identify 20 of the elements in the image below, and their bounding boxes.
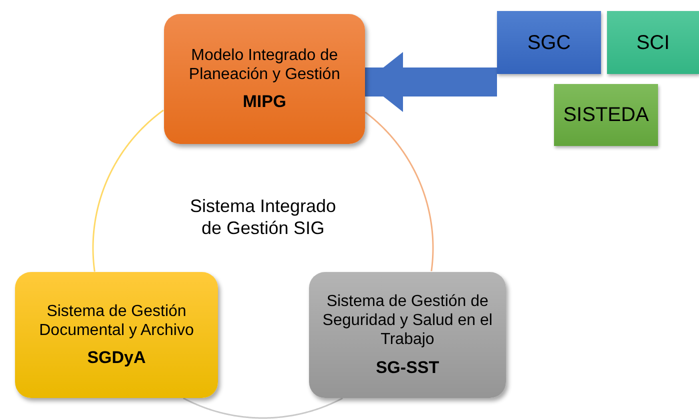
acronym: SGDyA <box>86 348 147 368</box>
process-box <box>164 14 365 144</box>
box-title: Modelo Integrado de Planeación y Gestión <box>188 46 342 84</box>
box-title: Sistema de Gestión Documental y Archivo <box>38 302 195 340</box>
process-box <box>607 11 699 74</box>
block-arrow <box>365 52 497 112</box>
connector-arc <box>92 110 164 272</box>
acronym: SCI <box>635 30 671 54</box>
acronym: SGC <box>526 30 572 54</box>
process-box <box>15 272 218 398</box>
process-box <box>497 11 601 74</box>
acronym: SG-SST <box>374 358 440 378</box>
acronym: MIPG <box>242 92 288 112</box>
box-title: Sistema de Gestión de Seguridad y Salud en el Trabajo <box>322 292 494 350</box>
process-box <box>554 84 658 146</box>
acronym: SISTEDA <box>562 103 650 127</box>
center-label: Sistema Integrado de Gestión SIG <box>188 196 338 240</box>
process-box <box>309 272 506 398</box>
connector-arc <box>182 398 343 419</box>
connector-arc <box>364 112 434 272</box>
